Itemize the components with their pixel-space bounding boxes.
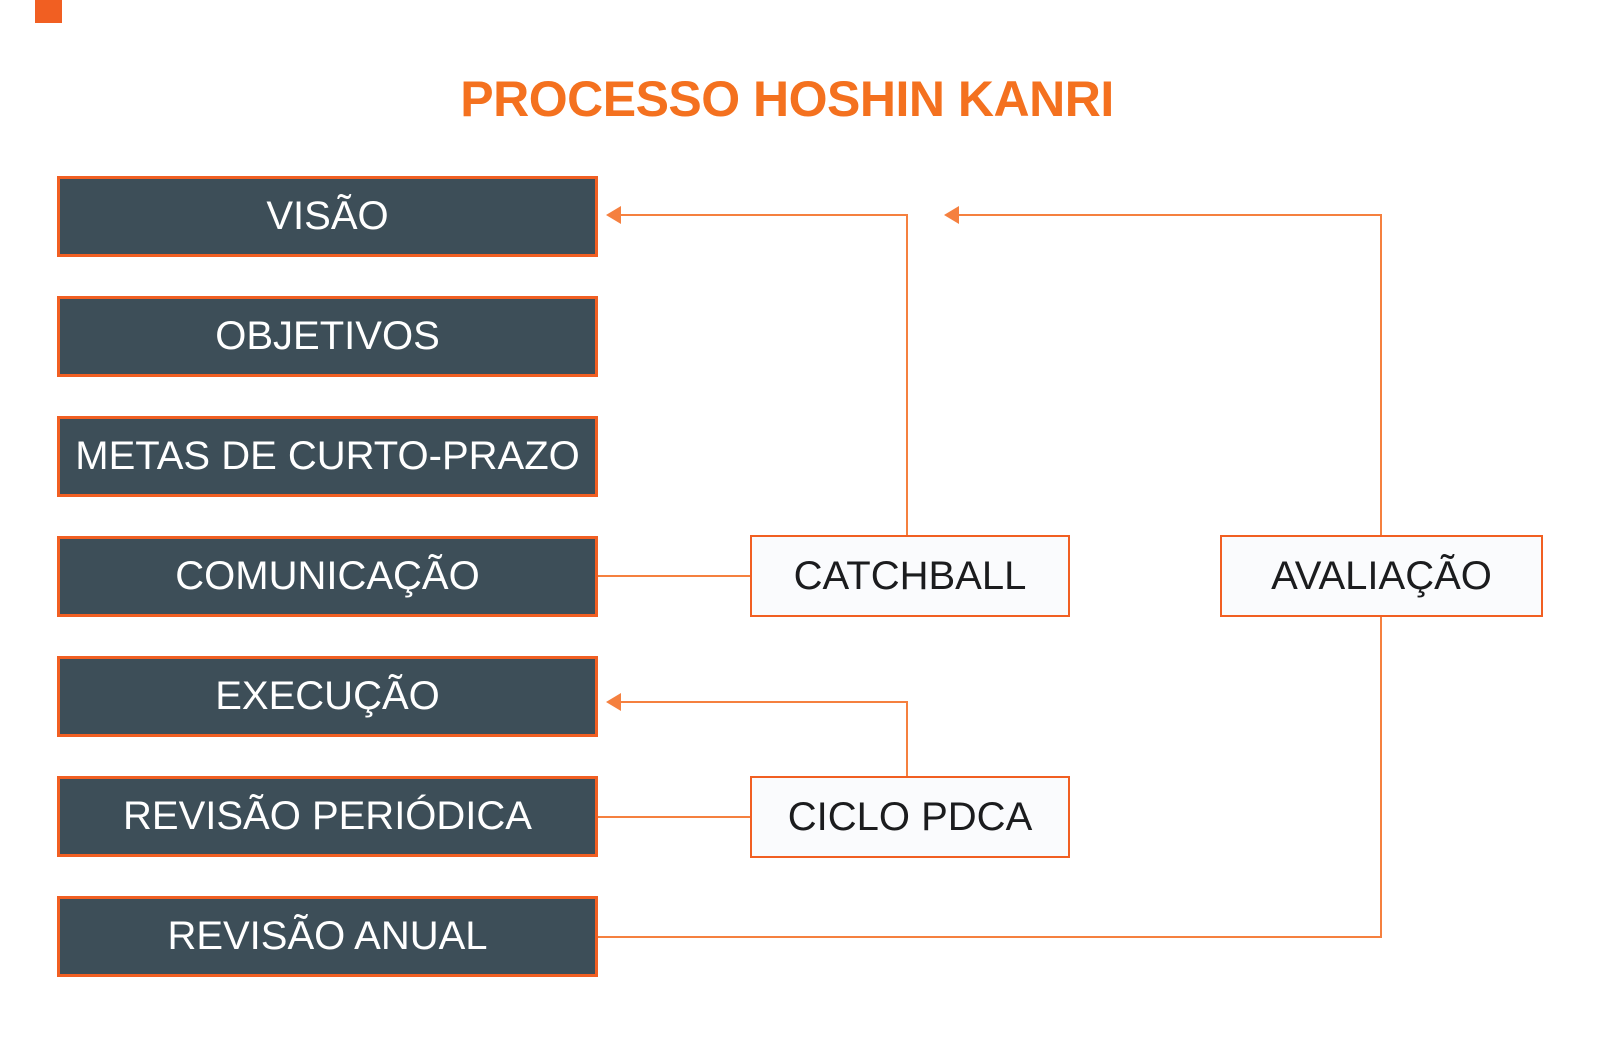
step-box-visao: VISÃO bbox=[57, 176, 598, 257]
step-box-metas-curto-prazo: METAS DE CURTO-PRAZO bbox=[57, 416, 598, 497]
connector-ciclo-up-vertical bbox=[906, 702, 908, 776]
feedback-box-avaliacao: AVALIAÇÃO bbox=[1220, 535, 1543, 617]
step-box-comunicacao: COMUNICAÇÃO bbox=[57, 536, 598, 617]
corner-accent-square bbox=[35, 0, 62, 23]
connector-avaliacao-top-horizontal bbox=[958, 214, 1382, 216]
connector-avaliacao-down-vertical bbox=[1380, 617, 1382, 937]
feedback-box-ciclo-pdca: CICLO PDCA bbox=[750, 776, 1070, 858]
connector-catchball-up-vertical bbox=[906, 215, 908, 535]
arrowhead-avaliacao-feedback bbox=[944, 206, 959, 224]
connector-avaliacao-up-vertical bbox=[1380, 215, 1382, 535]
step-box-revisao-anual: REVISÃO ANUAL bbox=[57, 896, 598, 977]
connector-ciclo-to-execucao-horizontal bbox=[620, 701, 908, 703]
connector-revisao-periodica-ciclo bbox=[598, 816, 750, 818]
connector-catchball-to-visao-horizontal bbox=[620, 214, 908, 216]
step-box-objetivos: OBJETIVOS bbox=[57, 296, 598, 377]
arrowhead-into-execucao bbox=[606, 693, 621, 711]
feedback-box-catchball: CATCHBALL bbox=[750, 535, 1070, 617]
step-box-execucao: EXECUÇÃO bbox=[57, 656, 598, 737]
step-box-revisao-periodica: REVISÃO PERIÓDICA bbox=[57, 776, 598, 857]
connector-comunicacao-catchball bbox=[598, 575, 750, 577]
connector-revisao-anual-horizontal bbox=[598, 936, 1382, 938]
arrowhead-into-visao bbox=[606, 206, 621, 224]
page-title: PROCESSO HOSHIN KANRI bbox=[460, 71, 1114, 127]
